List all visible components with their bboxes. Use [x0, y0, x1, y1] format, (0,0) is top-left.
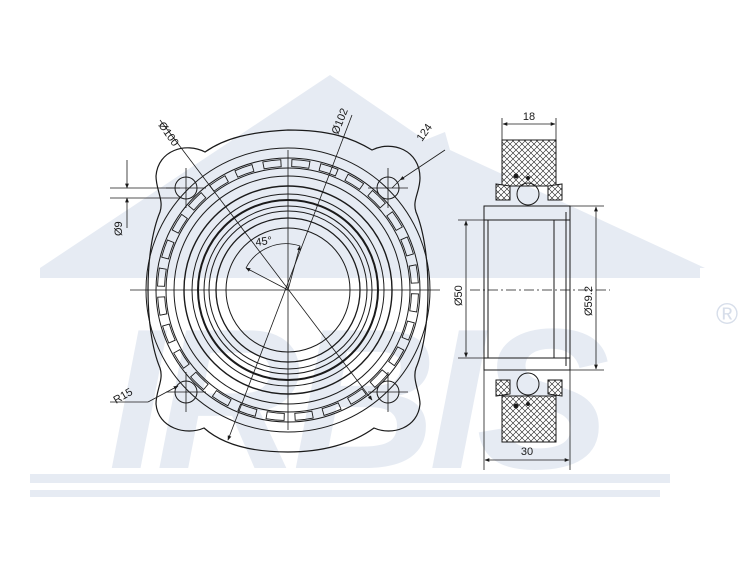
- front-view: [110, 114, 446, 453]
- flange-slot: [157, 296, 168, 316]
- inner-sleeve: [483, 205, 571, 371]
- flange-slot: [409, 293, 419, 313]
- flange-slots: [157, 159, 419, 421]
- ball-top: [516, 182, 540, 206]
- flange-slot: [388, 346, 405, 367]
- watermark-roof-shape: [40, 75, 705, 268]
- dim-outer-sleeve-diameter: Ø59.2: [583, 286, 595, 316]
- flange-slot: [291, 159, 311, 169]
- ball-bottom: [516, 372, 540, 396]
- flange-slot: [386, 211, 403, 231]
- seal-bottom: [495, 379, 511, 397]
- flange-slot: [189, 371, 209, 391]
- flange-slot: [367, 189, 387, 209]
- flange-slot: [294, 410, 314, 421]
- flange-slot: [318, 163, 339, 177]
- flange-slot: [344, 173, 365, 190]
- flange-outline: [147, 129, 429, 453]
- dim-flange-outer-diameter: Ø100: [156, 120, 181, 149]
- flange-slot: [321, 402, 342, 416]
- watermark-bottom-stripe-2: [30, 490, 660, 497]
- dim-bolt-hole-diameter: Ø9: [113, 221, 125, 236]
- flange-slot: [157, 267, 167, 287]
- flange-slot: [161, 239, 175, 260]
- seal-top: [495, 183, 511, 201]
- dim-ring-width: 18: [523, 111, 535, 123]
- flange-slot: [187, 191, 207, 211]
- flange-slot: [369, 369, 389, 389]
- flange-slot: [408, 264, 419, 284]
- flange-slot: [211, 390, 232, 407]
- flange-slot: [262, 159, 282, 170]
- flange-slot: [237, 403, 258, 417]
- watermark-layer: IRBIS: [30, 75, 705, 511]
- section-view: [458, 118, 610, 470]
- dim-bolt-angle: 45°: [255, 235, 273, 249]
- registered-trademark-mark: ®: [716, 298, 739, 331]
- section-view-labels: 18 30 Ø50 Ø59.2: [453, 111, 595, 458]
- flange-slot: [400, 236, 414, 257]
- flange-slot: [401, 320, 415, 341]
- seal-top-right: [547, 183, 563, 201]
- section-dimension-lines: [458, 118, 604, 470]
- dim-overall-width: 30: [521, 446, 533, 458]
- flange-slot: [209, 175, 229, 192]
- flange-slot: [234, 164, 255, 178]
- dimension-leaders: [110, 114, 446, 441]
- flange-slot: [162, 323, 176, 344]
- flange-slot: [171, 213, 188, 234]
- flange-slot: [265, 411, 285, 421]
- watermark-bottom-stripe-1: [30, 474, 670, 483]
- dim-inner-bore-diameter: Ø50: [453, 285, 465, 306]
- flange-slot: [173, 349, 190, 369]
- seal-bottom-right: [547, 379, 563, 397]
- flange-slot: [347, 388, 367, 405]
